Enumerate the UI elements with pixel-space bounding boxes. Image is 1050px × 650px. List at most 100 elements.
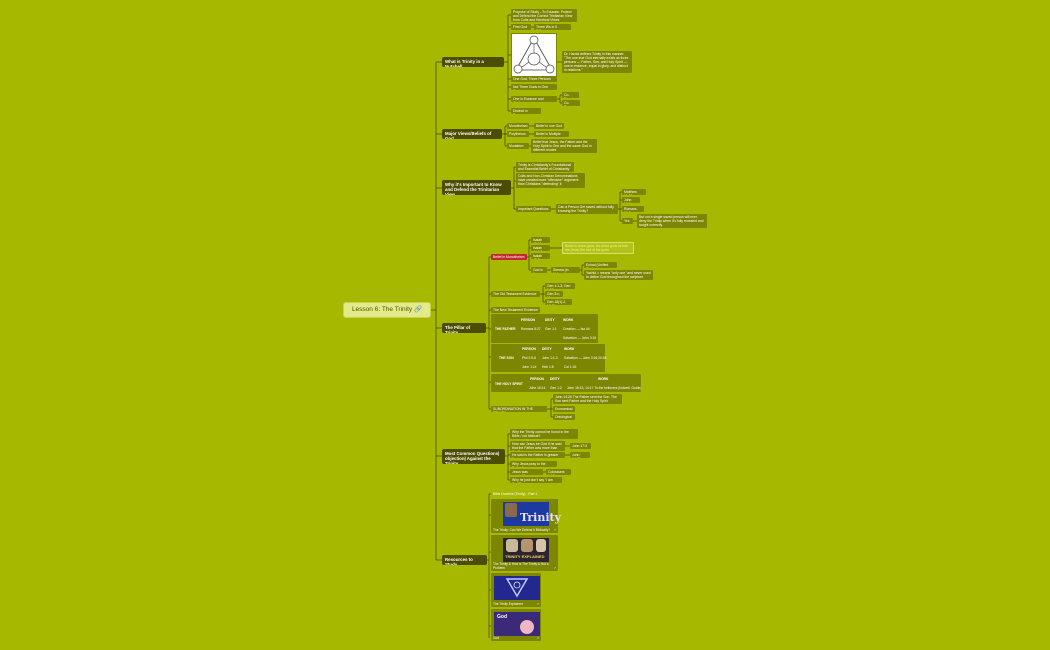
father-h-work: WORK — [563, 318, 574, 322]
resource-card-3[interactable]: The Trinity Explained ↗ — [491, 573, 541, 607]
mono-text[interactable]: Belief in one God — [534, 123, 564, 129]
questions-label[interactable]: Important Questions — [516, 206, 551, 212]
first-god-node[interactable]: First God — [511, 24, 531, 30]
resource-4-caption: God — [493, 636, 500, 640]
branch-resources[interactable]: Resources to Study — [442, 555, 487, 565]
ontological-node[interactable]: Ontological — [553, 414, 575, 420]
nt-label[interactable]: The New Testament Evidence — [491, 307, 540, 313]
monotheism-highlight[interactable]: Belief in Monotheism — [491, 254, 527, 260]
question-5-ref[interactable]: Colossians 1:15 — [546, 469, 571, 475]
son-person-1: Phil 2:5-8 — [522, 356, 536, 360]
yes-text[interactable]: But not a single saved person will ever … — [637, 214, 707, 228]
question-4[interactable]: Why Jesus pray to the Father? — [510, 461, 557, 467]
distinct-node[interactable]: Distinct in Persons — [511, 108, 541, 114]
ot-1[interactable]: Gen 1:1-3; Gen 1:26 — [545, 283, 575, 289]
core-node[interactable]: Trinity is Christianity's Foundational a… — [516, 162, 574, 172]
hs-label: THE HOLY SPIRIT — [495, 382, 523, 386]
father-h-deity: DEITY — [545, 318, 555, 322]
question-6[interactable]: Why he just don't say "I am God"? — [510, 477, 562, 483]
video-thumbnail-2: TRINITY EXPLAINED — [503, 538, 549, 562]
poly-label[interactable]: Polytheism — [507, 131, 529, 137]
son-h-deity: DEITY — [542, 347, 552, 351]
son-label: THE SON — [499, 356, 514, 360]
one-god-node[interactable]: One God, Three Persons — [511, 76, 557, 82]
hs-work: John 16:13, 14:17 To the believers (Indw… — [567, 386, 642, 390]
subordination-label[interactable]: SUBORDINATION IN THE TRINITY — [491, 406, 547, 412]
resource-card-1[interactable]: Trinity The Trinity: Can We Defend It Bi… — [491, 499, 561, 533]
video-thumbnail-1: Trinity — [503, 502, 561, 526]
co-equal-node[interactable]: Co-Equal — [562, 92, 579, 98]
echad-node[interactable]: Echad (Unified One) — [584, 262, 617, 268]
modal-text[interactable]: Belief that Jesus, the Father and the Ho… — [531, 139, 597, 153]
god-is-one[interactable]: God is 1 — [531, 267, 547, 273]
yes-node[interactable]: Yes — [622, 218, 633, 224]
hs-h-person: PERSON — [530, 377, 544, 381]
resource-3-caption: The Trinity Explained — [493, 602, 523, 606]
father-table: PERSON DEITY WORK THE FATHER Romans 8:27… — [491, 314, 598, 343]
mono-label[interactable]: Monotheism — [507, 123, 529, 129]
branch-views[interactable]: Major Views/Beliefs of God — [442, 129, 502, 139]
verse-1[interactable]: Isaiah 43:10 — [531, 237, 550, 243]
son-table: PERSON DEITY WORK THE SON Phil 2:5-8 Joh… — [491, 344, 607, 372]
son-person-2: John 1:14 — [522, 365, 537, 369]
holy-spirit-table: PERSON DEITY WORK THE HOLY SPIRIT John 1… — [491, 374, 641, 392]
central-topic[interactable]: Lesson 6: The Trinity 🔗 — [343, 302, 431, 318]
son-work-1: Salvation — John 3:16,20:28 — [564, 356, 607, 360]
resource-card-4[interactable]: God God ↗ — [491, 609, 541, 641]
question-2-ref[interactable]: John 17:3 — [570, 443, 591, 449]
father-deity: Gen 1:1 — [545, 327, 557, 331]
ref-m1[interactable]: Matthew 11:27 — [622, 189, 646, 195]
branch-questions[interactable]: Most Common Questions| objection| Agains… — [442, 449, 505, 464]
ref-m3[interactable]: Romans 10:9 — [622, 206, 644, 212]
hs-person: John 16:14 — [529, 386, 546, 390]
saved-question[interactable]: Can a Person Get saved without fully kno… — [556, 204, 618, 214]
ot-label[interactable]: The Old Testament Evidence — [491, 291, 540, 297]
essence-node[interactable]: One in Essence and Attributes — [511, 96, 557, 102]
quote-node[interactable]: Dr. Harold defines Trinity in this manne… — [562, 51, 632, 73]
son-deity-1: John 1:1-3 — [542, 356, 558, 360]
question-5[interactable]: Jesus was created? — [510, 469, 543, 475]
poly-text[interactable]: Belief in Multiple gods — [534, 131, 569, 137]
trinity-diagram-node[interactable] — [511, 33, 557, 77]
modal-label[interactable]: Modalism — [507, 143, 529, 149]
economical-node[interactable]: Economical — [553, 406, 575, 412]
question-3-ref[interactable]: John 14:28 — [570, 452, 590, 458]
son-deity-2: Heb 1:8 — [542, 365, 554, 369]
first-sub-node[interactable]: Three Ws in 5 Difference — [534, 24, 571, 30]
purpose-node[interactable]: Purpose of Study - To Educate, Protect a… — [511, 9, 577, 22]
verse-3[interactable]: Isaiah 45:5 — [531, 253, 550, 259]
resource-2-caption: The Trinity & How is The Trinity & Not a… — [493, 562, 549, 570]
question-2[interactable]: How can Jesus be God if he said that the… — [510, 441, 565, 451]
father-person: Romans 8:27 — [521, 327, 541, 331]
subordination-1[interactable]: John 14:26 The Father sent the Son. The … — [553, 394, 622, 404]
hs-h-work: WORK — [598, 377, 609, 381]
link-icon: ↗ — [536, 636, 539, 640]
question-1[interactable]: Why the Trinity cannot be found in the B… — [510, 429, 578, 439]
belief-note[interactable]: Belief in three gods. No other gods befo… — [562, 242, 634, 254]
link-icon: ↗ — [553, 566, 556, 570]
ot-3[interactable]: Gen 18(1)-2, 19:24 — [545, 299, 572, 305]
father-work-1: Creation — Isa 44 — [563, 327, 590, 331]
not-three-node[interactable]: Not Three Gods in One God — [511, 84, 557, 90]
ot-2[interactable]: Gen 3:x; 11 — [545, 291, 563, 297]
branch-pillar[interactable]: The Pillar of Trinity — [442, 323, 486, 333]
shema-node[interactable]: Shema (in Hebrew) — [551, 267, 580, 273]
father-h-person: PERSON — [521, 318, 535, 322]
hs-deity: Gen 1:2 — [550, 386, 562, 390]
co-eternal-node[interactable]: Co-Eternal — [562, 100, 580, 106]
root-title: Lesson 6: The Trinity — [351, 306, 413, 313]
ref-m2[interactable]: John 16:7 — [622, 197, 640, 203]
son-work-2: Col 1:16 — [564, 365, 577, 369]
cults-node[interactable]: Cults and Non-Christian Denominations ha… — [516, 173, 585, 188]
resource-card-2[interactable]: TRINITY EXPLAINED The Trinity & How is T… — [491, 535, 558, 571]
yachid-node[interactable]: Yachid = means "only one" and never used… — [584, 270, 653, 280]
branch-nutshell[interactable]: What is Trinity in a Nutshell — [442, 57, 504, 67]
son-h-work: WORK — [564, 347, 575, 351]
verse-2[interactable]: Isaiah 44:6,8 — [531, 245, 550, 251]
resources-header: Bible Doctrine (Trinity) - Part 1 — [493, 492, 538, 496]
question-3[interactable]: He said is the Father is greater than — [510, 452, 565, 458]
thumb-1-title: Trinity — [520, 511, 562, 524]
branch-important[interactable]: Why it's Important to Know and Defend th… — [442, 180, 511, 195]
son-h-person: PERSON — [522, 347, 536, 351]
hs-h-deity: DEITY — [550, 377, 560, 381]
